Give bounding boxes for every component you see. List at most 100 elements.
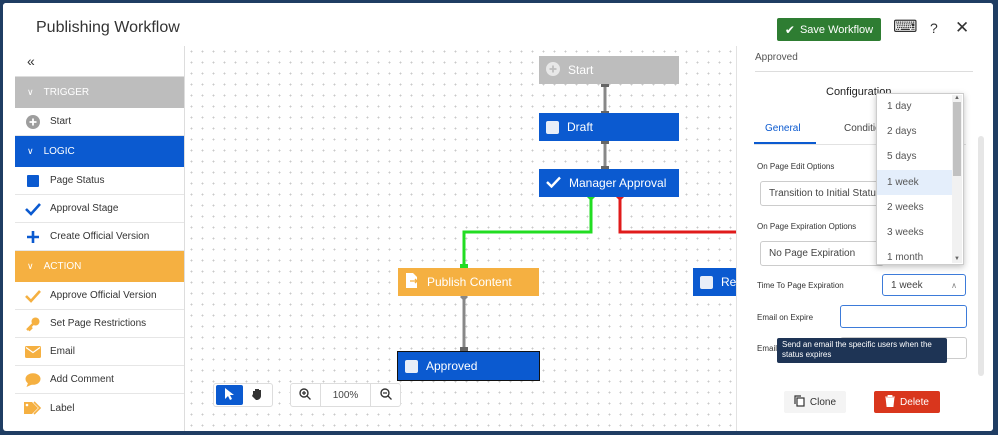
modal-header: Publishing Workflow ✔ Save Workflow ⌨ ? … <box>3 3 993 49</box>
sidebar-item-label: Set Page Restrictions <box>50 318 147 329</box>
sidebar: « ∨ TRIGGER Start ∨ LOGIC Page Status A <box>15 46 185 431</box>
save-workflow-label: Save Workflow <box>799 23 874 36</box>
node-draft-label: Draft <box>567 120 594 134</box>
sidebar-item-label: Email <box>50 346 76 357</box>
node-manager-approval-label: Manager Approval <box>569 176 667 190</box>
sidebar-item-label: Page Status <box>50 175 105 186</box>
sidebar-item-add-comment[interactable]: Add Comment <box>15 366 184 394</box>
keyboard-icon[interactable]: ⌨ <box>893 17 918 36</box>
page-title: Publishing Workflow <box>36 19 180 36</box>
sidebar-item-label: Create Official Version <box>50 231 150 242</box>
panel-scrollbar[interactable] <box>978 136 984 376</box>
on-page-expiration-label: On Page Expiration Options <box>757 222 857 231</box>
select-tool-button[interactable] <box>216 385 243 405</box>
envelope-icon <box>23 345 43 358</box>
dropdown-option[interactable]: 5 days <box>887 151 917 163</box>
section-logic[interactable]: ∨ LOGIC <box>15 136 184 167</box>
section-action[interactable]: ∨ ACTION <box>15 251 184 282</box>
sidebar-item-label: Start <box>50 116 72 127</box>
scrollbar-up-arrow-icon: ▲ <box>954 95 960 101</box>
section-logic-label: LOGIC <box>43 146 75 157</box>
dropdown-option[interactable]: 1 day <box>887 101 912 113</box>
on-page-expiration-value: No Page Expiration <box>769 248 856 259</box>
on-page-edit-select[interactable]: Transition to Initial Status <box>760 181 884 206</box>
dropdown-option-selected[interactable]: 1 week <box>877 169 953 195</box>
zoom-out-button[interactable] <box>370 384 400 406</box>
zoom-out-icon <box>379 387 392 403</box>
node-approved[interactable]: Approved <box>397 351 540 381</box>
sidebar-item-create-official-version[interactable]: Create Official Version <box>15 223 184 251</box>
close-icon[interactable]: ✕ <box>955 18 970 37</box>
checkmark-icon <box>23 202 43 216</box>
sidebar-item-label: Approve Official Version <box>50 290 157 301</box>
collapse-sidebar-button[interactable]: « <box>15 46 184 77</box>
hand-icon <box>251 388 263 403</box>
node-rejected[interactable]: Rejected <box>693 268 736 296</box>
square-icon <box>700 275 713 289</box>
chevron-down-icon: ∨ <box>27 261 34 271</box>
sidebar-item-approval-stage[interactable]: Approval Stage <box>15 195 184 223</box>
node-publish-content[interactable]: Publish Content <box>398 268 539 296</box>
clone-label: Clone <box>809 396 837 408</box>
on-page-expiration-select[interactable]: No Page Expiration <box>760 241 884 266</box>
email-tooltip: Send an email the specific users when th… <box>777 338 947 363</box>
chevron-up-icon: ∧ <box>951 280 957 290</box>
node-start[interactable]: Start <box>539 56 679 84</box>
zoom-toolbar: 100% <box>290 383 401 407</box>
email-on-expire-input[interactable] <box>840 305 967 328</box>
plus-icon <box>23 230 43 244</box>
workflow-canvas[interactable]: Start Draft Manager Approval Publish Con… <box>186 46 736 431</box>
tab-general[interactable]: General <box>765 123 801 134</box>
comment-icon <box>23 372 43 387</box>
check-icon: ✔ <box>784 22 795 37</box>
sidebar-item-email[interactable]: Email <box>15 338 184 366</box>
chevron-down-icon: ∨ <box>27 146 34 156</box>
dropdown-option[interactable]: 2 weeks <box>887 201 924 213</box>
zoom-in-button[interactable] <box>291 384 321 406</box>
tab-conditions[interactable]: Conditions <box>844 123 882 134</box>
dropdown-scrollbar[interactable]: ▲ ▼ <box>952 95 962 263</box>
node-publish-content-label: Publish Content <box>427 275 512 289</box>
dropdown-option[interactable]: 1 month <box>887 252 924 264</box>
sidebar-item-approve-official-version[interactable]: Approve Official Version <box>15 282 184 310</box>
tabs-divider <box>754 144 966 145</box>
chevron-down-icon: ∨ <box>27 87 34 97</box>
time-to-expiration-select[interactable]: 1 week ∧ <box>882 274 966 296</box>
zoom-level: 100% <box>332 389 359 401</box>
dropdown-option[interactable]: 3 weeks <box>887 227 924 239</box>
pan-tool-button[interactable] <box>243 385 270 405</box>
sidebar-item-label-text: Label <box>50 402 75 414</box>
node-approved-label: Approved <box>426 359 478 373</box>
dropdown-option[interactable]: 2 days <box>887 126 917 138</box>
email-on-expire-label: Email on Expire <box>757 313 814 322</box>
zoom-in-icon <box>299 387 312 403</box>
tab-general-underline <box>754 142 816 144</box>
trash-icon <box>885 394 896 410</box>
sidebar-item-set-page-restrictions[interactable]: Set Page Restrictions <box>15 310 184 338</box>
time-to-expiration-label: Time To Page Expiration <box>757 281 844 290</box>
save-workflow-button[interactable]: ✔ Save Workflow <box>777 18 881 41</box>
stage-name-field[interactable]: Approved <box>755 52 973 72</box>
double-chevron-left-icon: « <box>27 53 35 69</box>
delete-label: Delete <box>900 396 929 408</box>
square-icon <box>23 174 43 188</box>
section-trigger[interactable]: ∨ TRIGGER <box>15 77 184 108</box>
node-manager-approval[interactable]: Manager Approval <box>539 169 679 197</box>
node-draft[interactable]: Draft <box>539 113 679 141</box>
time-to-expiration-dropdown: 1 day 2 days 5 days 1 week 2 weeks 3 wee… <box>876 93 964 265</box>
clone-button[interactable]: Clone <box>784 391 846 413</box>
checkmark-icon <box>23 289 43 303</box>
tags-icon <box>23 401 43 415</box>
sidebar-item-start[interactable]: Start <box>15 108 184 136</box>
copy-icon <box>794 394 805 410</box>
plus-circle-icon <box>23 114 43 129</box>
workflow-modal: Publishing Workflow ✔ Save Workflow ⌨ ? … <box>3 3 993 431</box>
sidebar-item-label[interactable]: Label <box>15 394 184 422</box>
sidebar-item-label: Approval Stage <box>50 203 119 214</box>
scrollbar-thumb[interactable] <box>953 102 961 176</box>
help-icon[interactable]: ? <box>930 20 938 36</box>
on-page-edit-label: On Page Edit Options <box>757 162 835 171</box>
cursor-arrow-icon <box>225 387 234 403</box>
delete-button[interactable]: Delete <box>874 391 940 413</box>
sidebar-item-page-status[interactable]: Page Status <box>15 167 184 195</box>
